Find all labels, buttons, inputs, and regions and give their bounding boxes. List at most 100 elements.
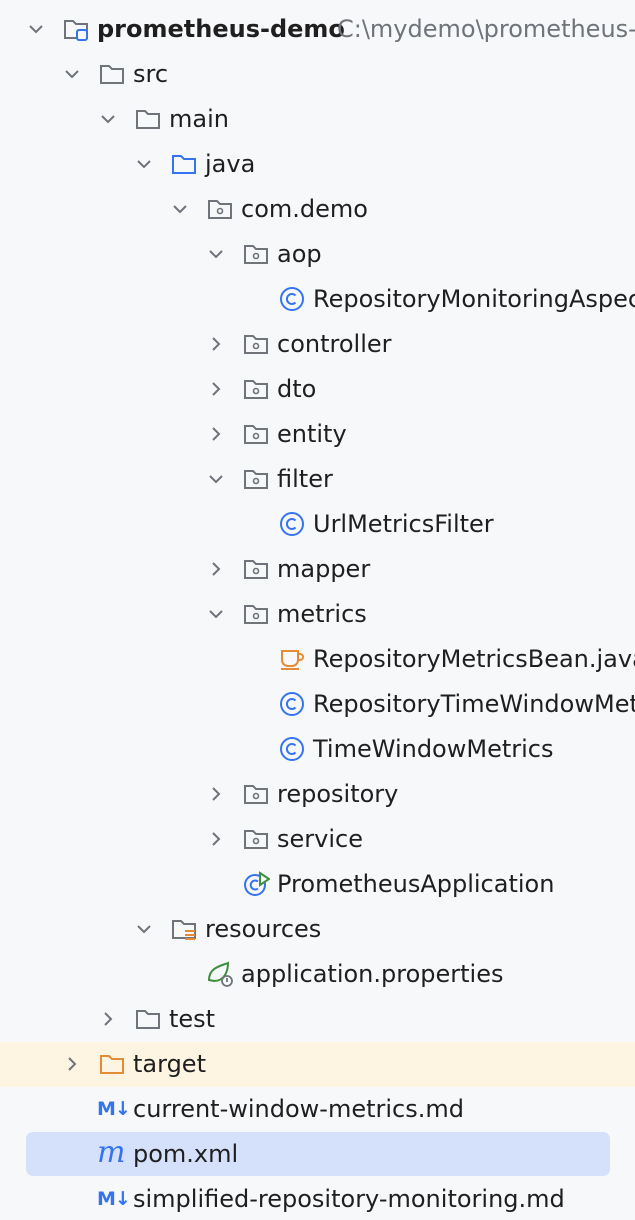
package-icon: [242, 825, 270, 853]
tree-item-label: target: [133, 1050, 206, 1078]
excluded-folder-icon: [98, 1050, 126, 1078]
chevron-right-icon[interactable]: [206, 559, 226, 579]
folder-icon: [134, 105, 162, 133]
chevron-down-icon[interactable]: [98, 109, 118, 129]
tree-item-label: aop: [277, 240, 322, 268]
tree-row-prometheus-application[interactable]: PrometheusApplication: [0, 862, 635, 907]
java-file-cup-icon: [278, 645, 306, 673]
chevron-right-icon[interactable]: [206, 379, 226, 399]
chevron-down-icon[interactable]: [206, 469, 226, 489]
tree-row-project-root[interactable]: prometheus-demo C:\mydemo\prometheus-d: [0, 7, 635, 52]
tree-item-label: metrics: [277, 600, 367, 628]
tree-item-label: TimeWindowMetrics: [313, 735, 554, 763]
chevron-down-icon[interactable]: [206, 604, 226, 624]
tree-item-label: application.properties: [241, 960, 504, 988]
chevron-right-icon[interactable]: [206, 334, 226, 354]
tree-row-url-metrics-filter[interactable]: UrlMetricsFilter: [0, 502, 635, 547]
chevron-right-icon[interactable]: [62, 1054, 82, 1074]
tree-item-label: test: [169, 1005, 216, 1033]
spring-boot-run-class-icon: [242, 870, 270, 898]
package-icon: [242, 330, 270, 358]
tree-item-label: mapper: [277, 555, 371, 583]
tree-row-time-window-metrics[interactable]: TimeWindowMetrics: [0, 727, 635, 772]
tree-row-filter[interactable]: filter: [0, 457, 635, 502]
package-icon: [242, 375, 270, 403]
markdown-file-icon: M↓: [97, 1098, 131, 1120]
java-class-icon: [278, 510, 306, 538]
source-folder-icon: [170, 150, 198, 178]
tree-item-label: src: [133, 60, 169, 88]
package-icon: [242, 600, 270, 628]
tree-row-simplified-repository-monitoring-md[interactable]: M↓ simplified-repository-monitoring.md: [0, 1177, 635, 1220]
tree-item-label: PrometheusApplication: [277, 870, 555, 898]
tree-item-label: entity: [277, 420, 347, 448]
tree-row-application-properties[interactable]: application.properties: [0, 952, 635, 997]
java-class-icon: [278, 735, 306, 763]
chevron-right-icon[interactable]: [206, 829, 226, 849]
tree-item-label: java: [205, 150, 256, 178]
tree-row-target[interactable]: target: [0, 1042, 635, 1087]
tree-row-test[interactable]: test: [0, 997, 635, 1042]
java-class-icon: [278, 690, 306, 718]
package-icon: [242, 240, 270, 268]
chevron-down-icon[interactable]: [170, 199, 190, 219]
spring-properties-icon: [206, 960, 234, 988]
chevron-down-icon[interactable]: [206, 244, 226, 264]
tree-item-label: main: [169, 105, 229, 133]
package-icon: [242, 420, 270, 448]
tree-row-current-window-metrics-md[interactable]: M↓ current-window-metrics.md: [0, 1087, 635, 1132]
tree-row-repository-metrics-bean[interactable]: RepositoryMetricsBean.java: [0, 637, 635, 682]
markdown-file-icon: M↓: [97, 1188, 131, 1210]
tree-item-label: service: [277, 825, 363, 853]
tree-item-label: UrlMetricsFilter: [313, 510, 494, 538]
chevron-down-icon[interactable]: [134, 154, 154, 174]
tree-row-aop[interactable]: aop: [0, 232, 635, 277]
tree-row-java[interactable]: java: [0, 142, 635, 187]
tree-item-label: simplified-repository-monitoring.md: [133, 1185, 565, 1213]
tree-item-label: resources: [205, 915, 322, 943]
tree-row-com-demo[interactable]: com.demo: [0, 187, 635, 232]
project-path: C:\mydemo\prometheus-d: [337, 15, 635, 43]
tree-row-entity[interactable]: entity: [0, 412, 635, 457]
folder-icon: [98, 60, 126, 88]
tree-item-label: dto: [277, 375, 317, 403]
tree-item-label: RepositoryMonitoringAspec: [313, 285, 635, 313]
tree-item-label: repository: [277, 780, 399, 808]
tree-item-label: com.demo: [241, 195, 368, 223]
tree-row-repository-monitoring-aspect[interactable]: RepositoryMonitoringAspec: [0, 277, 635, 322]
chevron-right-icon[interactable]: [206, 784, 226, 804]
tree-row-repository[interactable]: repository: [0, 772, 635, 817]
tree-row-metrics[interactable]: metrics: [0, 592, 635, 637]
tree-item-label: controller: [277, 330, 392, 358]
maven-file-icon: m: [97, 1135, 126, 1170]
chevron-right-icon[interactable]: [206, 424, 226, 444]
package-icon: [242, 465, 270, 493]
folder-icon: [134, 1005, 162, 1033]
project-module-icon: [62, 15, 90, 43]
package-icon: [242, 780, 270, 808]
package-icon: [242, 555, 270, 583]
tree-row-repository-time-window-metrics[interactable]: RepositoryTimeWindowMet: [0, 682, 635, 727]
chevron-down-icon[interactable]: [134, 919, 154, 939]
tree-row-service[interactable]: service: [0, 817, 635, 862]
tree-row-dto[interactable]: dto: [0, 367, 635, 412]
tree-row-controller[interactable]: controller: [0, 322, 635, 367]
tree-row-mapper[interactable]: mapper: [0, 547, 635, 592]
package-icon: [206, 195, 234, 223]
project-name: prometheus-demo: [97, 15, 345, 43]
tree-item-label: pom.xml: [133, 1140, 239, 1168]
tree-row-pom-xml[interactable]: m pom.xml: [26, 1132, 610, 1176]
tree-item-label: filter: [277, 465, 333, 493]
chevron-down-icon[interactable]: [26, 19, 46, 39]
chevron-down-icon[interactable]: [62, 64, 82, 84]
java-class-icon: [278, 285, 306, 313]
tree-item-label: current-window-metrics.md: [133, 1095, 464, 1123]
tree-item-label: RepositoryTimeWindowMet: [313, 690, 635, 718]
tree-item-label: RepositoryMetricsBean.java: [313, 645, 635, 673]
chevron-right-icon[interactable]: [98, 1009, 118, 1029]
tree-row-resources[interactable]: resources: [0, 907, 635, 952]
tree-row-main[interactable]: main: [0, 97, 635, 142]
tree-row-src[interactable]: src: [0, 52, 635, 97]
resources-folder-icon: [170, 915, 198, 943]
